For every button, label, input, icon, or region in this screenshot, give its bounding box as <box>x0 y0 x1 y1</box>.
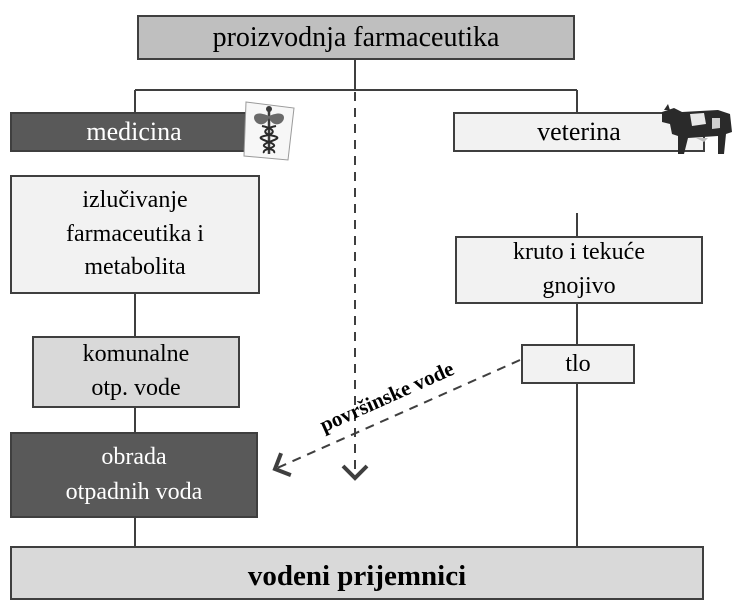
node-komunalne-line-2: otp. vode <box>91 375 181 401</box>
node-veterina-label: veterina <box>537 116 621 146</box>
node-obrada-line-2: otpadnih voda <box>65 479 203 505</box>
dashed-arrow-diagonal <box>272 359 521 477</box>
node-proizvodnja-label: proizvodnja farmaceutika <box>212 22 500 53</box>
node-proizvodnja: proizvodnja farmaceutika <box>137 15 575 60</box>
node-tlo-label: tlo <box>565 351 591 377</box>
node-kruto-line-2: gnojivo <box>542 273 616 299</box>
node-kruto-line-1: kruto i tekuće <box>513 239 645 266</box>
node-tlo: tlo <box>521 344 635 384</box>
node-medicina-label: medicina <box>86 116 182 146</box>
node-kruto: kruto i tekuće gnojivo <box>455 236 703 304</box>
node-izlucivanje-line-3: metabolita <box>84 254 186 281</box>
node-medicina: medicina <box>10 112 258 152</box>
node-izlucivanje-line-2: farmaceutika i <box>66 220 204 247</box>
node-komunalne: komunalne otp. vode <box>32 336 240 408</box>
node-vodeni-prijemnici: vodeni prijemnici <box>10 546 704 600</box>
node-vodeni-prijemnici-label: vodeni prijemnici <box>247 560 467 592</box>
node-komunalne-line-1: komunalne <box>82 341 190 368</box>
node-obrada-line-1: obrada <box>101 444 167 471</box>
node-izlucivanje-line-1: izlučivanje <box>82 187 188 214</box>
node-obrada: obrada otpadnih voda <box>10 432 258 518</box>
caduceus-icon <box>240 98 300 166</box>
node-izlucivanje: izlučivanje farmaceutika i metabolita <box>10 175 260 294</box>
cow-icon <box>660 98 734 158</box>
